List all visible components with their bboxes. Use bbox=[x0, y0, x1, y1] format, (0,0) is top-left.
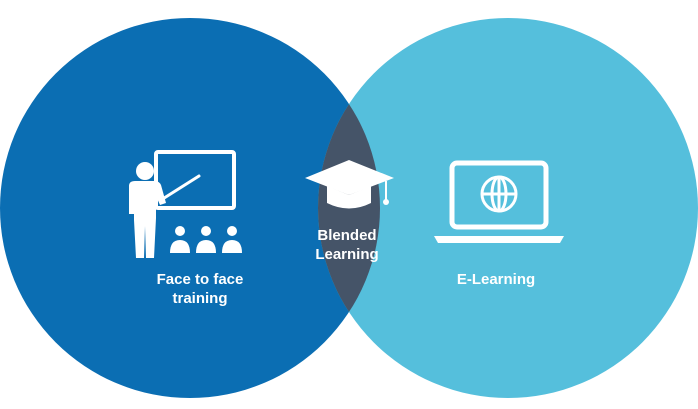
face-to-face-line1: Face to face bbox=[156, 271, 244, 288]
face-to-face-line2: training bbox=[172, 290, 228, 307]
laptop-globe-icon bbox=[434, 160, 564, 243]
e-learning-label: E-Learning bbox=[426, 270, 566, 289]
globe-icon bbox=[480, 175, 518, 213]
face-to-face-label: Face to face training bbox=[110, 270, 290, 308]
e-learning-text: E-Learning bbox=[456, 271, 536, 288]
graduation-cap-icon bbox=[305, 160, 394, 209]
blended-learning-line1: Blended bbox=[317, 227, 377, 244]
blended-learning-line2: Learning bbox=[315, 246, 379, 263]
blended-learning-label: Blended Learning bbox=[292, 226, 402, 264]
teacher-whiteboard-icon bbox=[129, 150, 242, 258]
